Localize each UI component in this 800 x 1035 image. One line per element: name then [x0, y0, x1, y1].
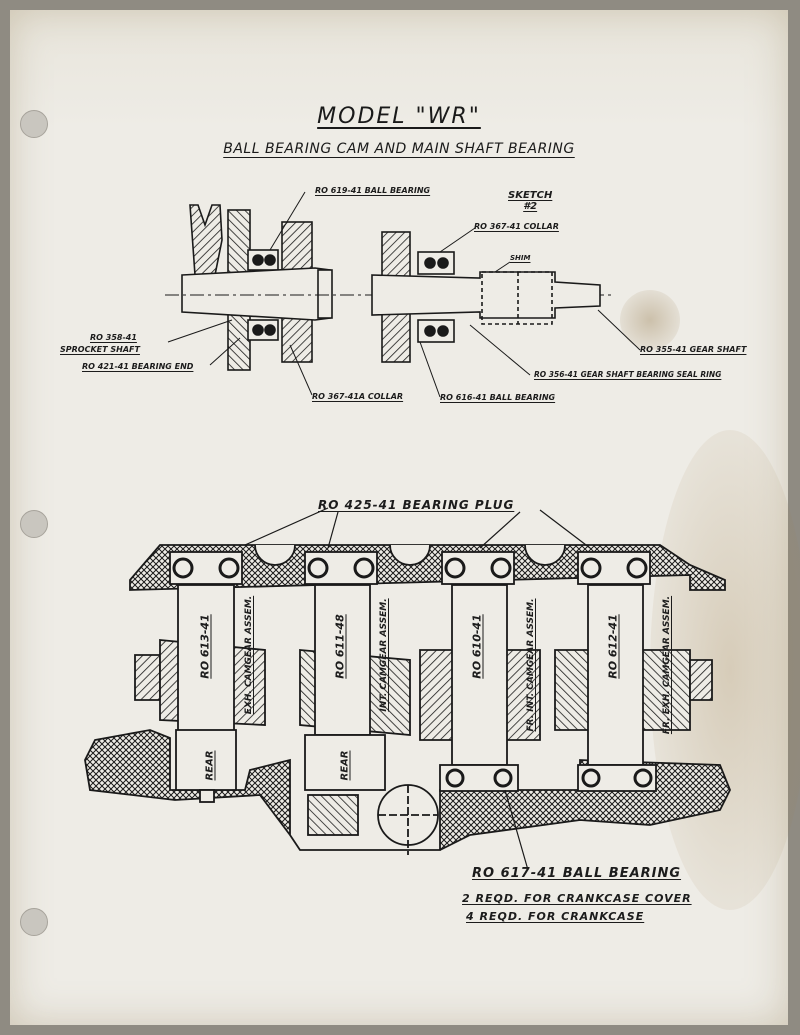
- lower-crankcase: [84, 729, 731, 851]
- note-crankcase-cover: 2 REQD. FOR CRANKCASE COVER: [462, 892, 692, 905]
- label-sprocket-shaft-name: SPROCKET SHAFT: [60, 345, 140, 354]
- shaft-label-3: RO 610-41 FR. INT. CAMGEAR ASSEM.: [467, 580, 537, 790]
- label-ball-bearing-617: RO 617-41 BALL BEARING: [472, 866, 682, 881]
- right-bearing: [417, 319, 455, 343]
- shaft-label-4: RO 612-41 FR. EXH. CAMGEAR ASSEM.: [603, 580, 673, 790]
- sprocket-shaft: [181, 267, 331, 321]
- shaft-part-number: RO 612-41: [606, 614, 620, 679]
- label-ball-bearing-619: RO 619-41 BALL BEARING: [315, 186, 431, 195]
- shaft-position: REAR: [339, 750, 351, 781]
- label-bearing-end: RO 421-41 BEARING END: [82, 362, 194, 371]
- label-gear-shaft: RO 355-41 GEAR SHAFT: [640, 345, 747, 354]
- shaft-position: REAR: [204, 750, 216, 781]
- bottom-sketch: [84, 507, 731, 871]
- page-title: MODEL "WR": [317, 104, 481, 129]
- label-sprocket-shaft-code: RO 358-41: [90, 333, 137, 342]
- punch-hole: [20, 908, 48, 936]
- punch-hole: [20, 510, 48, 538]
- sketch-label: SKETCH: [508, 190, 553, 201]
- shaft-label-2: RO 611-48 INT. CAMGEAR ASSEM. REAR: [330, 580, 390, 790]
- upper-bearings: [169, 551, 651, 585]
- punch-hole: [20, 110, 48, 138]
- top-sketch: [165, 191, 641, 398]
- label-ball-bearing-616: RO 616-41 BALL BEARING: [440, 393, 556, 402]
- note-crankcase: 4 REQD. FOR CRANKCASE: [466, 910, 645, 923]
- lower-bearings: [439, 764, 657, 792]
- cam-shafts: [175, 584, 644, 803]
- worm-gear: [307, 794, 359, 836]
- label-shim: SHIM: [510, 254, 531, 262]
- shaft-description: FR. INT. CAMGEAR ASSEM.: [526, 598, 536, 732]
- shaft-description: FR. EXH. CAMGEAR ASSEM.: [662, 595, 672, 735]
- sketch-number: SKETCH #2: [508, 190, 552, 212]
- shaft-part-number: RO 611-48: [333, 614, 347, 679]
- shaft-description: EXH. CAMGEAR ASSEM.: [244, 595, 254, 715]
- sketch-id: #2: [523, 201, 538, 212]
- shaft-part-number: RO 610-41: [470, 614, 484, 679]
- shaft-part-number: RO 613-41: [198, 614, 212, 679]
- shaft-label-1: RO 613-41 EXH. CAMGEAR ASSEM. REAR: [195, 580, 255, 790]
- gear-shaft: [371, 271, 601, 319]
- label-seal-ring: RO 356-41 GEAR SHAFT BEARING SEAL RING: [534, 370, 722, 379]
- page-subtitle: BALL BEARING CAM AND MAIN SHAFT BEARING: [223, 141, 575, 157]
- label-collar-367a: RO 367-41A COLLAR: [312, 392, 404, 401]
- label-bearing-plug: RO 425-41 BEARING PLUG: [318, 498, 515, 512]
- label-collar-367: RO 367-41 COLLAR: [474, 222, 559, 231]
- right-bearing: [417, 251, 455, 275]
- shaft-description: INT. CAMGEAR ASSEM.: [379, 598, 389, 712]
